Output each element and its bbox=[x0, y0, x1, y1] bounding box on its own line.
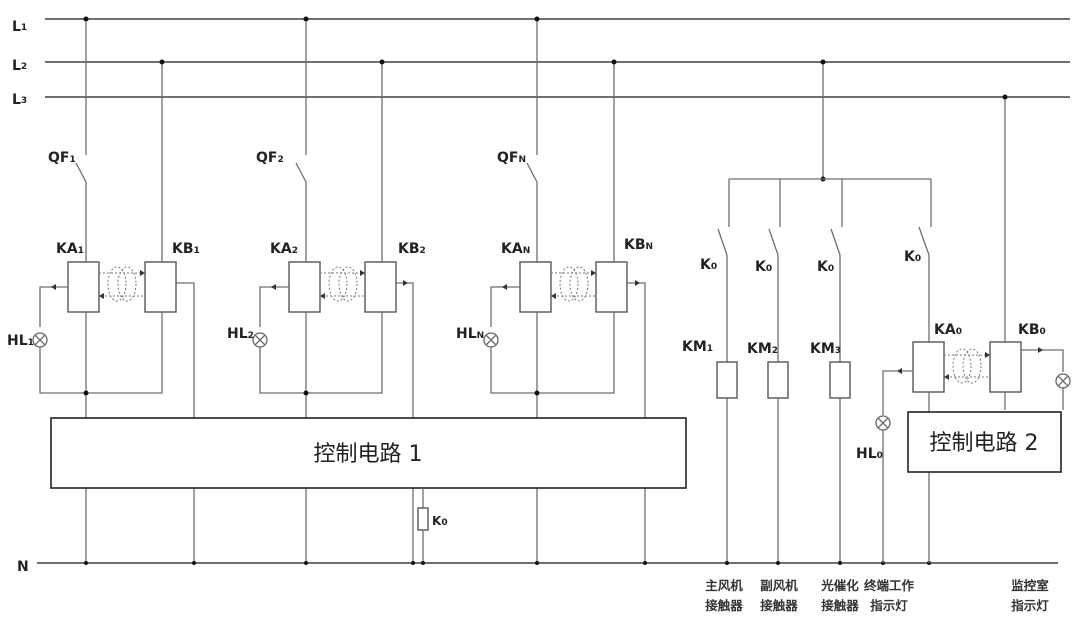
hl0-label: HL0 bbox=[856, 446, 883, 462]
ka1-label: KA1 bbox=[56, 241, 84, 257]
kbn-label: KBN bbox=[624, 237, 653, 253]
k0-label-1: K0 bbox=[700, 257, 717, 273]
km3-coil bbox=[829, 361, 851, 399]
km1-coil bbox=[716, 361, 738, 399]
hl2-label: HL2 bbox=[227, 326, 254, 342]
qf2-switch bbox=[295, 162, 307, 183]
k0-coil-label: K0 bbox=[432, 514, 448, 528]
km2-label: KM2 bbox=[747, 341, 778, 357]
monitor-indicator-label-2: 指示灯 bbox=[1011, 598, 1049, 613]
bus-n-label: N bbox=[17, 559, 29, 575]
hl1-label: HL1 bbox=[7, 333, 34, 349]
hln-label: HLN bbox=[456, 326, 484, 342]
bus-l1-label: L1 bbox=[12, 19, 27, 35]
aux-fan-label-2: 接触器 bbox=[760, 598, 798, 613]
aux-fan-label-1: 副风机 bbox=[760, 578, 798, 593]
bottom-labels: 主风机 接触器 副风机 接触器 光催化 接触器 终端工作 指示灯 监控室 指示灯 bbox=[705, 578, 1049, 613]
kbn-relay bbox=[595, 261, 628, 313]
km1-label: KM1 bbox=[682, 339, 713, 355]
k0-label-4: K0 bbox=[904, 249, 921, 265]
kb0-label: KB0 bbox=[1018, 322, 1046, 338]
kb0-relay bbox=[989, 341, 1022, 393]
ka0-label: KA0 bbox=[934, 322, 962, 338]
qf1-label: QF1 bbox=[48, 150, 76, 166]
photocatalysis-label-1: 光催化 bbox=[820, 578, 859, 593]
bus-lines bbox=[37, 18, 1070, 564]
control-circuit-2 bbox=[907, 411, 1062, 473]
kb1-label: KB1 bbox=[172, 241, 200, 257]
ka2-label: KA2 bbox=[270, 241, 298, 257]
qfn-switch bbox=[526, 162, 538, 183]
ka2-relay bbox=[288, 261, 321, 313]
ka1-relay bbox=[67, 261, 100, 313]
k0-switch-4 bbox=[918, 226, 930, 256]
main-fan-label-2: 接触器 bbox=[705, 598, 743, 613]
contactor-section bbox=[716, 59, 932, 565]
control-circuit-1 bbox=[50, 417, 687, 489]
km3-label: KM3 bbox=[810, 341, 841, 357]
terminal-indicator-label-2: 指示灯 bbox=[870, 598, 908, 613]
kb1-relay bbox=[144, 261, 177, 313]
bus-l3-label: L3 bbox=[12, 92, 27, 108]
main-fan-label-1: 主风机 bbox=[705, 578, 743, 593]
qfn-label: QFN bbox=[497, 150, 526, 166]
km2-coil bbox=[767, 361, 789, 399]
k0-label-2: K0 bbox=[755, 259, 772, 275]
kb2-relay bbox=[364, 261, 397, 313]
kan-relay bbox=[519, 261, 552, 313]
k0-switch-2 bbox=[768, 228, 779, 256]
qf1-switch bbox=[75, 162, 87, 183]
k0-switch-3 bbox=[830, 228, 841, 256]
terminal-indicator-label-1: 终端工作 bbox=[864, 578, 915, 593]
k0-switch-1 bbox=[717, 228, 728, 256]
monitor-indicator-label-1: 监控室 bbox=[1011, 578, 1049, 593]
control-circuit-2-label: 控制电路 2 bbox=[930, 431, 1039, 456]
branch-2 bbox=[252, 16, 415, 565]
photocatalysis-label-2: 接触器 bbox=[821, 598, 859, 613]
ka0-relay bbox=[912, 341, 945, 393]
qf2-label: QF2 bbox=[256, 150, 284, 166]
terminal-section bbox=[875, 94, 1071, 563]
k0-coil bbox=[417, 507, 429, 531]
k0-label-3: K0 bbox=[817, 259, 834, 275]
bus-l2-label: L2 bbox=[12, 58, 27, 74]
kan-label: KAN bbox=[501, 241, 530, 257]
control-circuit-1-label: 控制电路 1 bbox=[314, 442, 423, 467]
kb2-label: KB2 bbox=[398, 241, 426, 257]
